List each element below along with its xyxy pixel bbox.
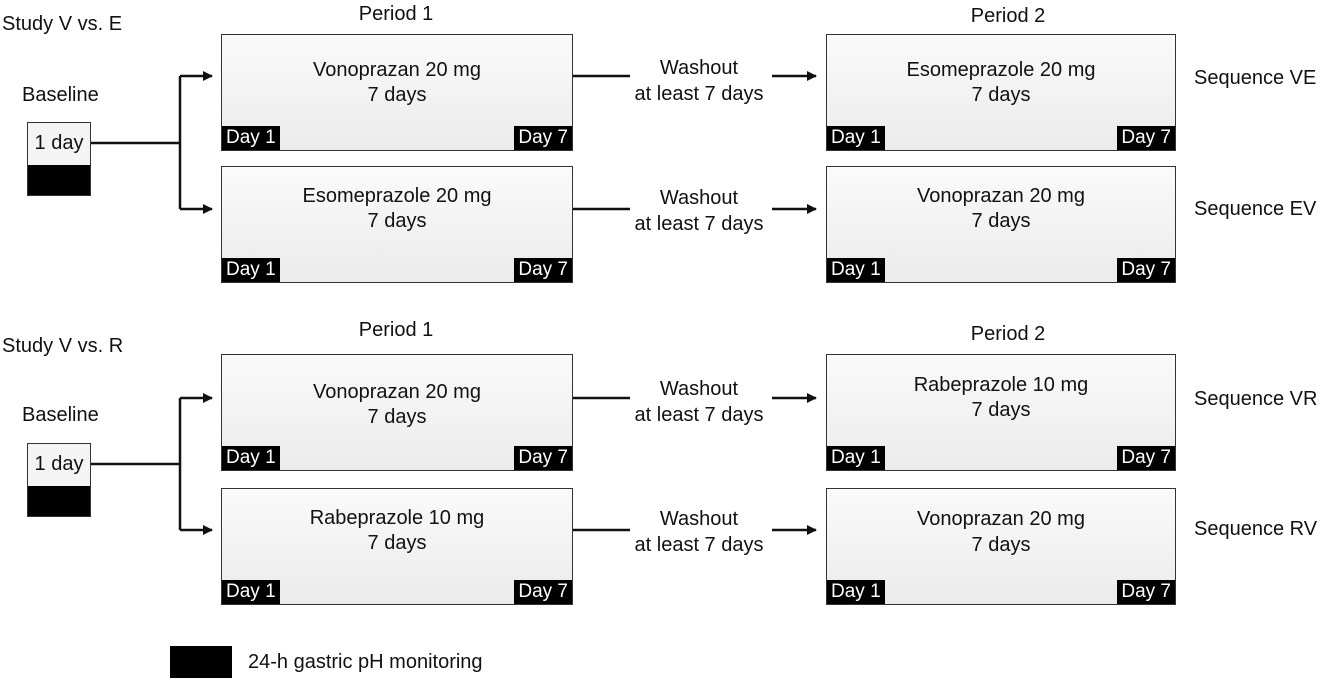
sequence-label: Sequence EV: [1194, 198, 1317, 220]
day-end-tag: Day 7: [1117, 126, 1175, 150]
day-start-tag: Day 1: [222, 126, 280, 150]
sequence-label: Sequence VE: [1194, 67, 1317, 89]
drug-duration: 7 days: [367, 532, 427, 554]
drug-duration: 7 days: [971, 399, 1031, 421]
period-2-label: Period 2: [970, 323, 1046, 345]
drug-name: Vonoprazan 20 mg: [313, 381, 481, 403]
study2-washout-arrows: [573, 393, 817, 535]
period1-treatment-box: Vonoprazan 20 mg 7 days Day 1 Day 7: [221, 354, 573, 471]
ph-monitoring-marker: [28, 165, 90, 195]
day-start-tag: Day 1: [222, 580, 280, 604]
washout-line2: at least 7 days: [634, 83, 764, 105]
day-start-tag: Day 1: [827, 258, 885, 282]
study-title: Study V vs. R: [2, 335, 124, 357]
day-end-tag: Day 7: [1117, 580, 1175, 604]
day-start-tag: Day 1: [827, 446, 885, 470]
drug-name: Esomeprazole 20 mg: [906, 59, 1096, 81]
day-end-tag: Day 7: [514, 126, 572, 150]
period1-treatment-box: Rabeprazole 10 mg 7 days Day 1 Day 7: [221, 488, 573, 605]
drug-name: Vonoprazan 20 mg: [917, 185, 1085, 207]
drug-name: Rabeprazole 10 mg: [913, 374, 1089, 396]
day-end-tag: Day 7: [514, 258, 572, 282]
baseline-duration: 1 day: [34, 453, 84, 475]
drug-name: Vonoprazan 20 mg: [313, 59, 481, 81]
day-end-tag: Day 7: [514, 446, 572, 470]
drug-duration: 7 days: [367, 210, 427, 232]
washout-label: Washout at least 7 days: [614, 506, 784, 558]
ph-monitoring-marker: [28, 486, 90, 516]
day-start-tag: Day 1: [222, 446, 280, 470]
washout-line1: Washout: [659, 378, 739, 400]
washout-line1: Washout: [659, 508, 739, 530]
baseline-box: 1 day: [27, 443, 91, 517]
drug-duration: 7 days: [971, 210, 1031, 232]
baseline-duration: 1 day: [34, 132, 84, 154]
day-end-tag: Day 7: [1117, 258, 1175, 282]
washout-line1: Washout: [659, 187, 739, 209]
baseline-label: Baseline: [22, 84, 99, 106]
washout-label: Washout at least 7 days: [614, 55, 784, 107]
period2-treatment-box: Esomeprazole 20 mg 7 days Day 1 Day 7: [826, 34, 1176, 151]
period-2-label: Period 2: [970, 5, 1046, 27]
period-1-label: Period 1: [358, 319, 434, 341]
baseline-label: Baseline: [22, 404, 99, 426]
drug-duration: 7 days: [367, 84, 427, 106]
washout-line1: Washout: [659, 57, 739, 79]
study-title: Study V vs. E: [2, 13, 123, 35]
legend-swatch: [170, 646, 232, 678]
sequence-label: Sequence VR: [1194, 388, 1318, 410]
study1-branch-lines: [90, 71, 213, 214]
period1-treatment-box: Esomeprazole 20 mg 7 days Day 1 Day 7: [221, 166, 573, 283]
period-1-label: Period 1: [358, 3, 434, 25]
washout-label: Washout at least 7 days: [614, 185, 784, 237]
legend-label: 24-h gastric pH monitoring: [248, 651, 483, 673]
drug-name: Rabeprazole 10 mg: [309, 507, 485, 529]
period2-treatment-box: Vonoprazan 20 mg 7 days Day 1 Day 7: [826, 488, 1176, 605]
drug-name: Esomeprazole 20 mg: [302, 185, 492, 207]
baseline-box: 1 day: [27, 122, 91, 196]
drug-duration: 7 days: [971, 84, 1031, 106]
washout-line2: at least 7 days: [634, 534, 764, 556]
washout-line2: at least 7 days: [634, 213, 764, 235]
period2-treatment-box: Vonoprazan 20 mg 7 days Day 1 Day 7: [826, 166, 1176, 283]
study2-branch-lines: [90, 393, 213, 535]
day-start-tag: Day 1: [222, 258, 280, 282]
washout-label: Washout at least 7 days: [614, 376, 784, 428]
drug-duration: 7 days: [367, 406, 427, 428]
day-start-tag: Day 1: [827, 580, 885, 604]
day-start-tag: Day 1: [827, 126, 885, 150]
study1-washout-arrows: [573, 71, 817, 214]
drug-name: Vonoprazan 20 mg: [917, 508, 1085, 530]
day-end-tag: Day 7: [514, 580, 572, 604]
washout-line2: at least 7 days: [634, 404, 764, 426]
sequence-label: Sequence RV: [1194, 518, 1318, 540]
period2-treatment-box: Rabeprazole 10 mg 7 days Day 1 Day 7: [826, 354, 1176, 471]
day-end-tag: Day 7: [1117, 446, 1175, 470]
drug-duration: 7 days: [971, 534, 1031, 556]
period1-treatment-box: Vonoprazan 20 mg 7 days Day 1 Day 7: [221, 34, 573, 151]
